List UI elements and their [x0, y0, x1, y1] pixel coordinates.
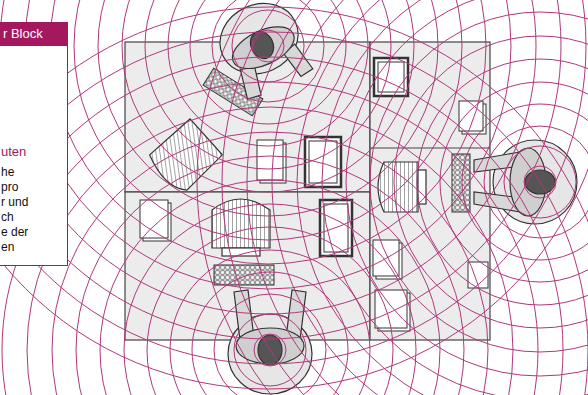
paper-stack	[375, 290, 407, 328]
crt-monitors	[145, 115, 426, 256]
header-box: r Block	[0, 22, 68, 46]
crt-monitor	[418, 170, 426, 204]
monitor-screen	[374, 58, 408, 96]
node-text: en	[1, 240, 67, 255]
node-heading: r Block	[3, 22, 68, 46]
node-text: pro	[1, 180, 67, 195]
documents	[140, 58, 488, 331]
chair	[493, 140, 577, 224]
crt-monitor	[145, 115, 226, 194]
desk-edge	[370, 147, 490, 148]
node-text: e der	[1, 225, 67, 240]
text-panel: uten hepror undche deren	[0, 46, 68, 266]
node-text: he	[1, 165, 67, 180]
node-text: ch	[1, 210, 67, 225]
desk	[125, 192, 370, 340]
crt-monitor	[212, 199, 270, 248]
node-text: r und	[1, 195, 67, 210]
node-heading: uten	[1, 144, 67, 159]
person-bottom	[228, 290, 312, 394]
sound-rings	[0, 7, 588, 395]
